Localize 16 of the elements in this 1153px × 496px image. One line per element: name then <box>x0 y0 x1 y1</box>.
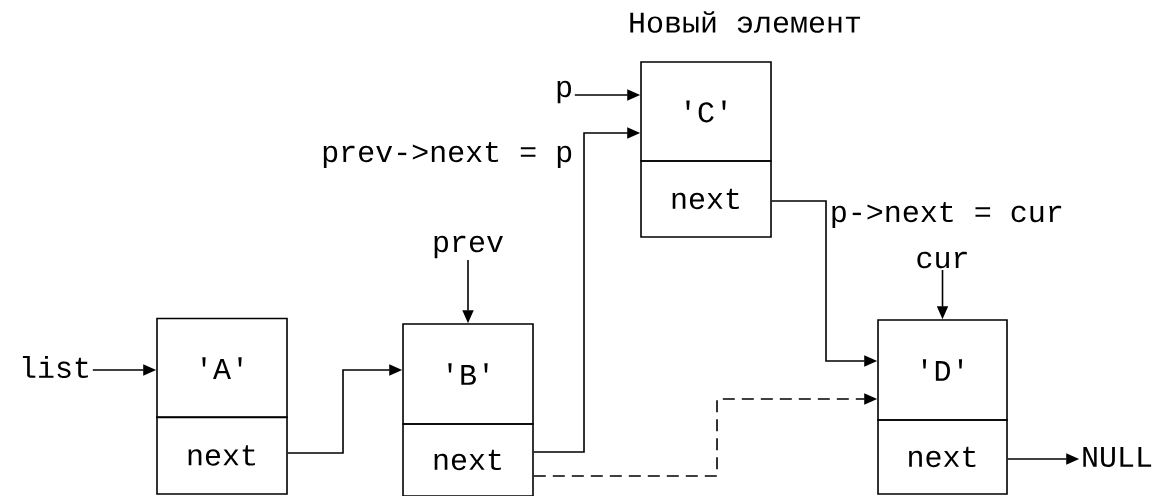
list-node-cell: next <box>156 416 288 495</box>
list-node-cell: next <box>877 419 1008 495</box>
pointer-label: prev <box>434 235 503 259</box>
edge-label: prev->next = p <box>320 140 575 170</box>
list-node-cell: 'C' <box>640 61 772 162</box>
list-node-cell: 'A' <box>156 317 288 419</box>
list-node-cell: 'B' <box>402 323 534 425</box>
edge-label: p->next = cur <box>828 200 1065 230</box>
pointer-label: NULL <box>1083 447 1152 468</box>
pointer-label: list <box>22 356 88 379</box>
pointer-label: p <box>557 80 571 104</box>
list-node-cell: next <box>640 160 772 238</box>
pointer-label: cur <box>917 251 967 269</box>
heading: Новый элемент <box>630 11 861 33</box>
list-node-cell: 'D' <box>877 319 1008 421</box>
list-node-cell: next <box>402 423 534 496</box>
